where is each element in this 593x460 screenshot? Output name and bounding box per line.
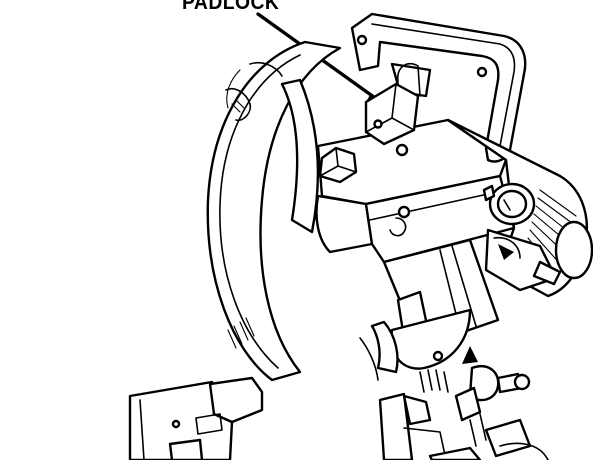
blade-guard	[206, 40, 342, 382]
padlock	[364, 62, 421, 146]
lower-guard	[280, 78, 320, 234]
bevel-lock-knob	[419, 365, 532, 458]
motor-housing	[446, 118, 593, 298]
chip-deflector	[370, 320, 399, 374]
padlock-callout-label: PADLOCK	[182, 0, 280, 14]
bevel-arm	[382, 238, 500, 370]
miter-fence	[128, 376, 549, 460]
saw-arm	[315, 118, 516, 264]
